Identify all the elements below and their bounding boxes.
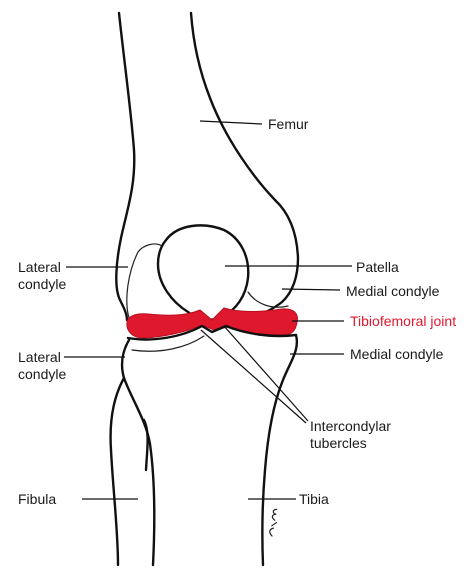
label-femur: Femur: [268, 116, 309, 132]
label-intercondylar-line1: Intercondylar: [310, 418, 391, 434]
label-tibiofemoral-joint: Tibiofemoral joint: [350, 313, 456, 329]
label-tibia: Tibia: [299, 491, 329, 507]
femur-bone: [116, 13, 298, 320]
label-lateral-condyle-tibia-line2: condyle: [18, 366, 66, 382]
fibula-bone: [111, 378, 148, 565]
artist-signature: [269, 509, 279, 536]
label-patella: Patella: [356, 259, 399, 275]
label-medial-condyle-femur: Medial condyle: [346, 283, 440, 299]
label-fibula: Fibula: [18, 491, 56, 507]
label-intercondylar-line2: tubercles: [310, 435, 367, 451]
leader-lines: [64, 121, 352, 499]
label-lateral-condyle-femur-line2: condyle: [18, 276, 66, 292]
tibiofemoral-joint-highlight: [127, 308, 298, 338]
patella-bone: [158, 225, 248, 319]
label-medial-condyle-tibia: Medial condyle: [350, 346, 444, 362]
label-lateral-condyle-tibia-line1: Lateral: [18, 349, 61, 365]
label-lateral-condyle-femur-line1: Lateral: [18, 259, 61, 275]
